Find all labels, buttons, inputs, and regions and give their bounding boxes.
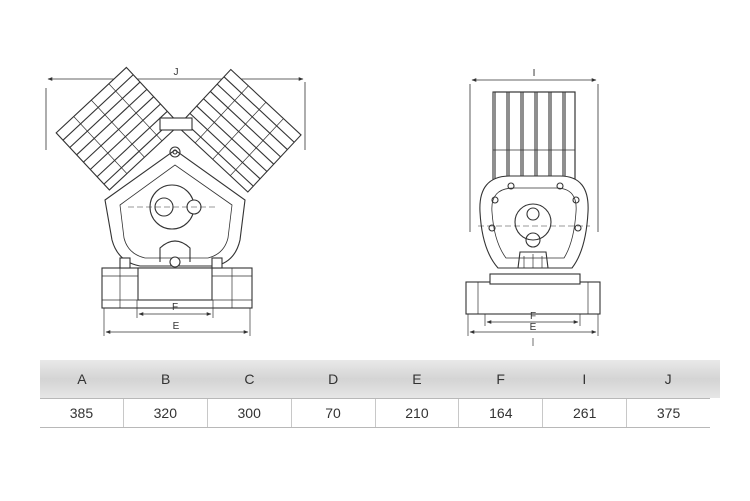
header-cell: J (664, 371, 672, 387)
front-view (45, 66, 306, 336)
value-cell: 70 (290, 399, 375, 427)
value-cell: 320 (122, 399, 207, 427)
front-dim-f-label: F (172, 302, 178, 313)
header-cell: F (496, 371, 505, 387)
right-cylinder (176, 68, 302, 193)
side-dim-f-label: F (530, 311, 536, 322)
header-cell: D (328, 371, 339, 387)
side-dim-e-label: E (530, 322, 537, 333)
header-cell: C (244, 371, 255, 387)
front-dim-j-label: J (174, 67, 179, 78)
header-cell: I (582, 371, 587, 387)
dimensions-table: A B C D E F I J 385 320 300 70 210 164 2… (40, 364, 710, 428)
table-header-row: A B C D E F I J (40, 364, 710, 394)
value-cell: 261 (542, 399, 626, 427)
left-cylinder (55, 66, 181, 191)
value-cell: 385 (69, 405, 94, 421)
table-header-band (40, 360, 720, 398)
header-cell: B (160, 371, 171, 387)
table-value-row: 385 320 300 70 210 164 261 375 (40, 398, 710, 428)
side-cylinder-fins (492, 91, 576, 188)
value-cell: 164 (458, 399, 542, 427)
value-cell: 300 (206, 399, 291, 427)
side-view (465, 78, 601, 346)
header-cell: A (77, 371, 87, 387)
header-cell: E (412, 371, 422, 387)
value-cell: 210 (374, 399, 459, 427)
front-dim-e-label: E (173, 321, 180, 332)
value-cell: 375 (626, 399, 710, 427)
side-dim-i-label: I (533, 68, 536, 79)
